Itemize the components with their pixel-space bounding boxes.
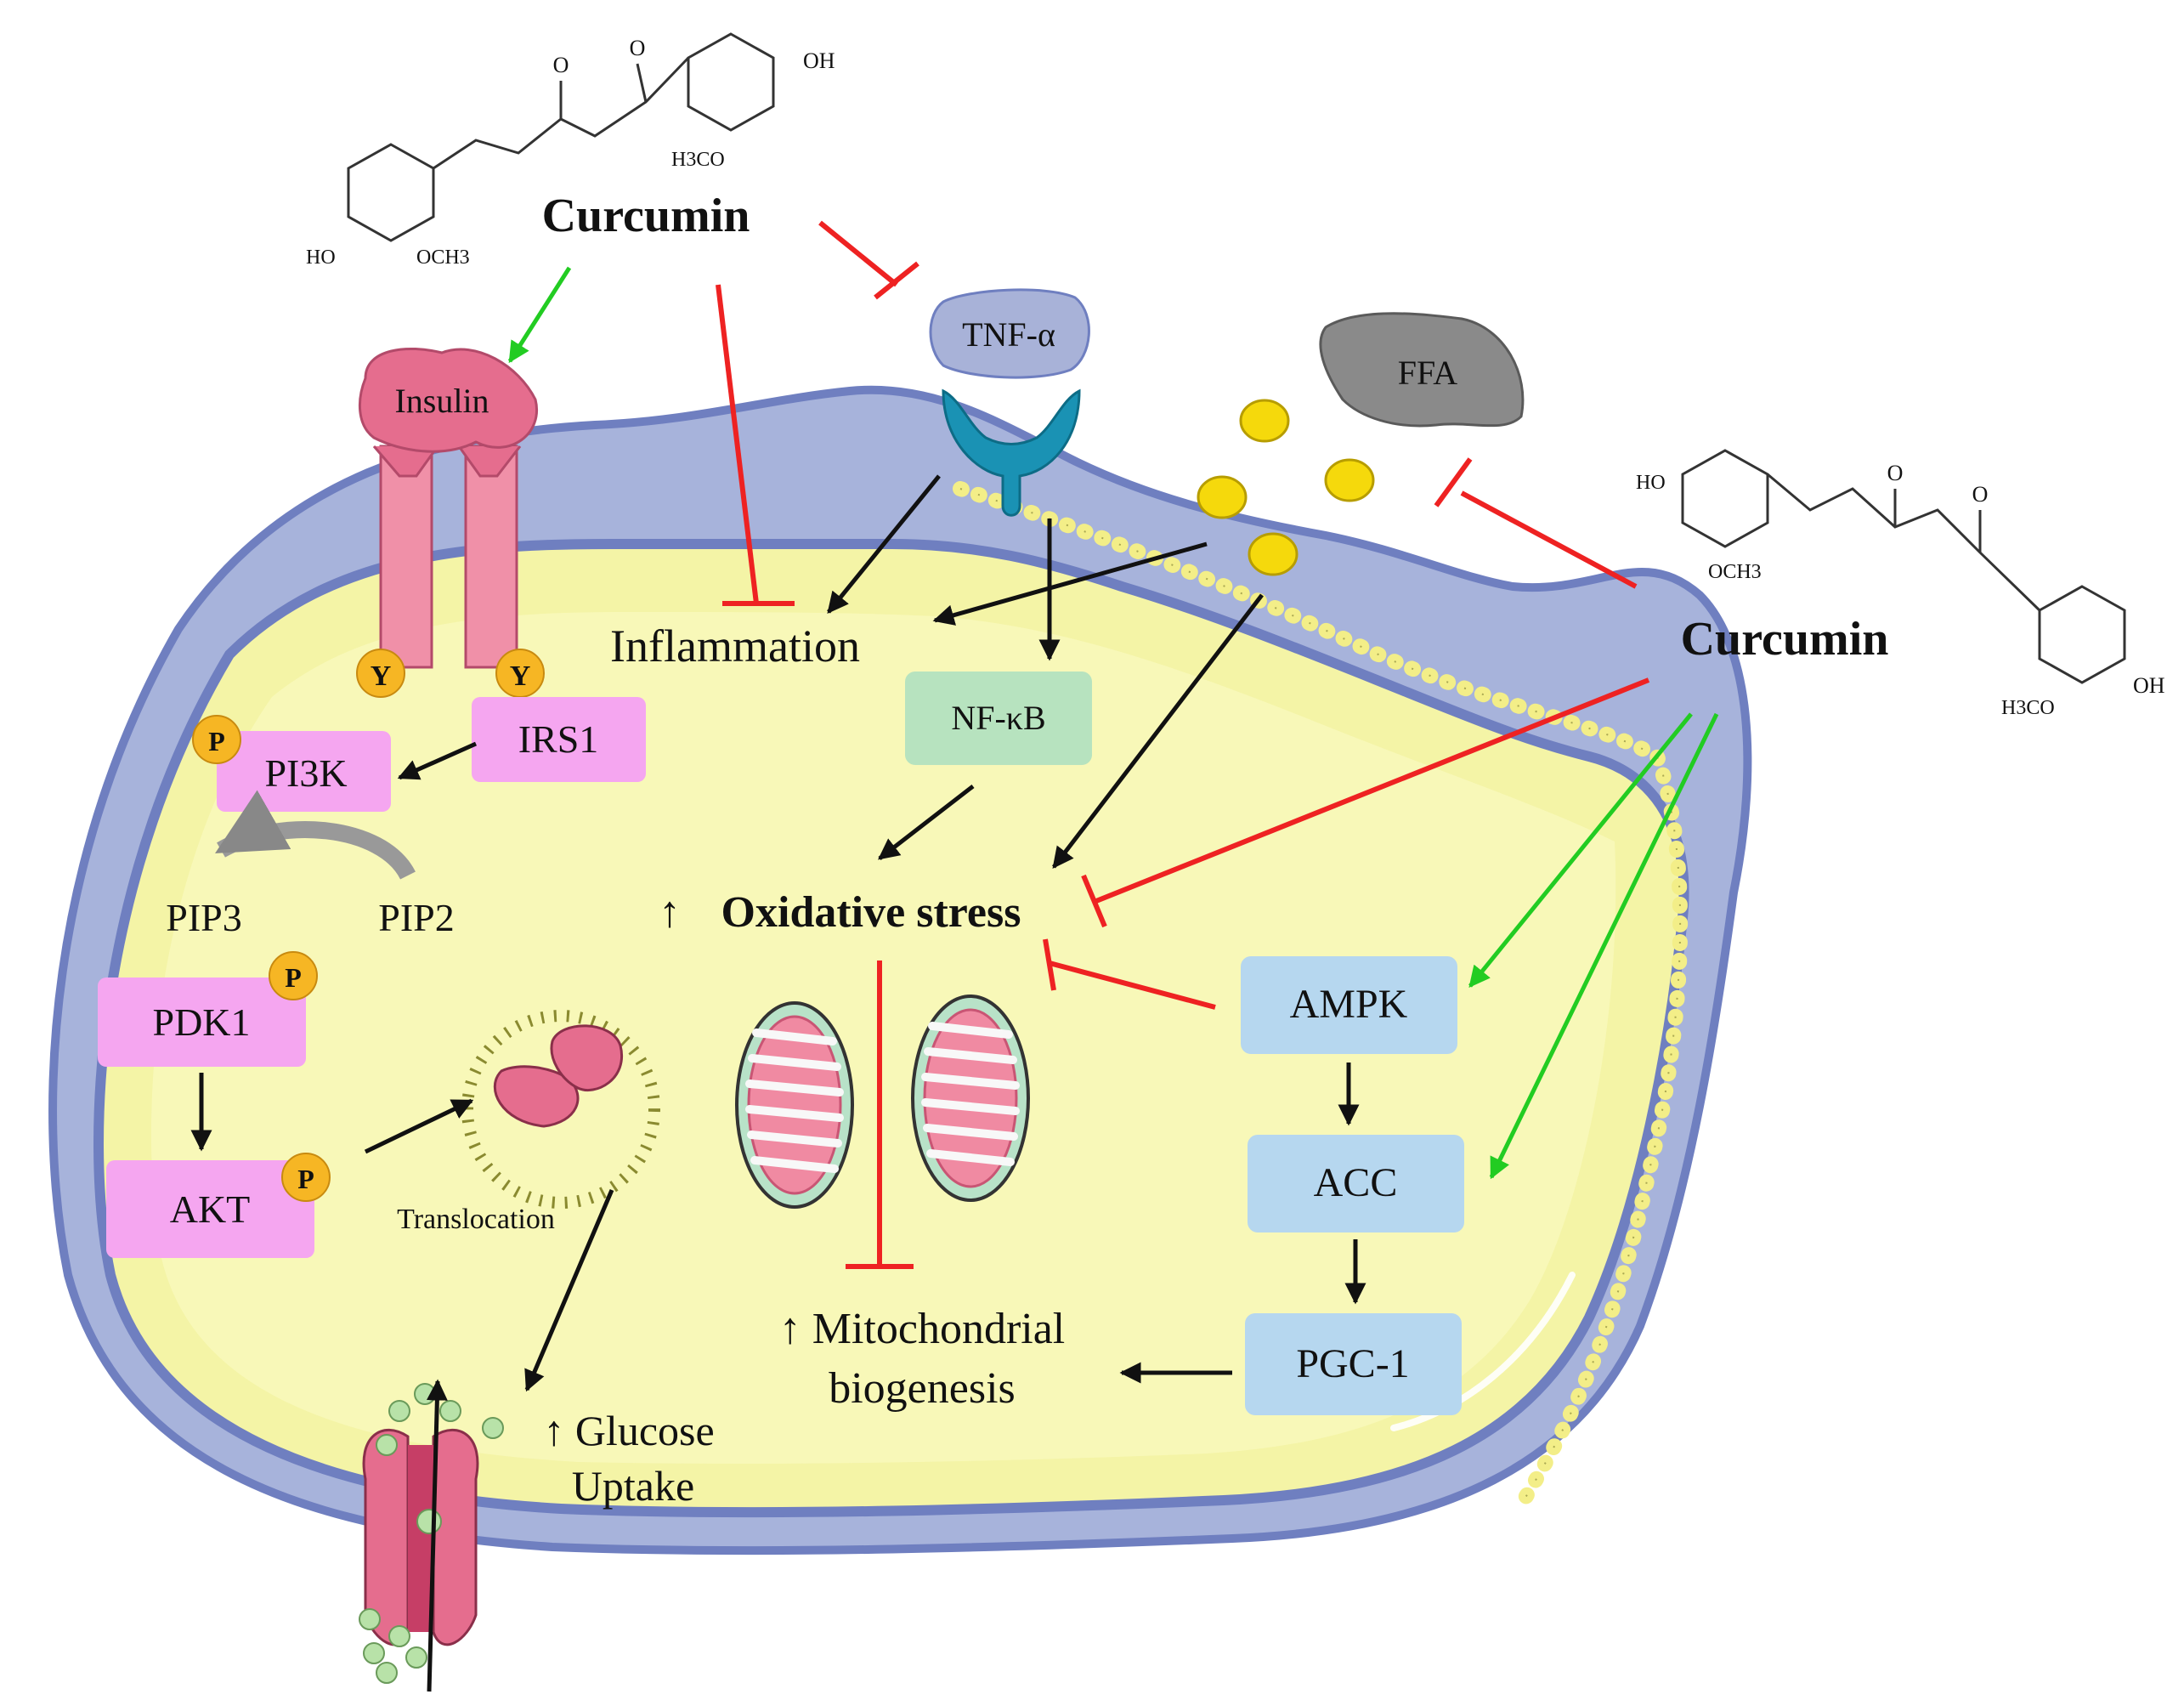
cytoplasm-highlight [150, 612, 1616, 1464]
nfkb-box [905, 672, 1092, 765]
glucose-uptake-line1: ↑ Glucose [543, 1407, 714, 1454]
svg-text:HO: HO [1636, 472, 1666, 494]
curcumin-structure-right [1681, 449, 2126, 684]
phospho-badge [281, 1153, 331, 1202]
ampk-label: AMPK [1290, 982, 1408, 1027]
insulin-signaling-boxes: IRS1 PI3K P PIP3 PIP2 PDK1 P AKT P [98, 697, 646, 1258]
tnf-alpha-group: TNF-α [929, 288, 1090, 517]
glucose-uptake-line2: Uptake [572, 1462, 694, 1510]
acc-box [1248, 1135, 1464, 1232]
fatty-acid-droplet [1248, 532, 1299, 576]
svg-text:P: P [297, 1164, 314, 1194]
curcumin-inhibition-arrows [716, 220, 1650, 1269]
akt-box [106, 1160, 314, 1258]
svg-text:OH: OH [803, 48, 835, 73]
pip-conversion-arrow [215, 790, 416, 881]
pi3k-label: PI3K [264, 751, 347, 795]
curcumin-structure-top [347, 32, 775, 242]
fatty-acid-droplet [1324, 458, 1375, 502]
curcumin-top-label: Curcumin [542, 190, 750, 242]
irs1-box [472, 697, 646, 782]
ampk-box [1241, 956, 1457, 1054]
svg-text:OCH3: OCH3 [416, 246, 470, 269]
pgc1-box [1245, 1313, 1462, 1415]
glut4-transporter [359, 1383, 504, 1684]
mitochondrion-left [735, 1001, 854, 1209]
svg-text:OCH3: OCH3 [1708, 561, 1762, 583]
svg-text:P: P [285, 962, 302, 993]
nfkb-label: NF-κB [951, 699, 1045, 737]
svg-text:OH: OH [2133, 673, 2165, 698]
curcumin-right-label: Curcumin [1681, 613, 1889, 666]
acc-label: ACC [1314, 1160, 1398, 1205]
energy-boxes: NF-κB AMPK ACC PGC-1 [905, 672, 1464, 1415]
tnf-alpha-label: TNF-α [962, 315, 1055, 354]
oxidative-stress-label: Oxidative stress [721, 888, 1021, 937]
svg-text:H3CO: H3CO [671, 149, 725, 171]
mitochondrion-right [911, 994, 1030, 1202]
akt-label: AKT [170, 1187, 251, 1231]
cytoplasm-shine [1390, 1272, 1576, 1431]
pgc1-label: PGC-1 [1296, 1341, 1409, 1386]
curcumin-activation-arrows [507, 266, 1719, 1180]
glut4-vesicle [461, 1010, 660, 1209]
curcumin-structure-top-labels: O O OH H3CO HO OCH3 [306, 36, 835, 269]
pdk1-label: PDK1 [152, 1000, 250, 1044]
phospho-tyrosine-badge [356, 649, 405, 698]
phospho-badge [192, 715, 241, 764]
fatty-acid-droplet [1197, 475, 1248, 519]
mito-biogenesis-line2: biogenesis [829, 1364, 1016, 1413]
ffa-molecule [1319, 312, 1525, 428]
curcumin-structure-right-labels: O O HO OCH3 H3CO OH [1636, 461, 2165, 719]
tyrosine-label-2: Y [510, 660, 531, 692]
inflammation-label: Inflammation [610, 620, 860, 672]
svg-text:O: O [553, 53, 569, 77]
mito-biogenesis-line1: ↑ Mitochondrial [779, 1305, 1066, 1353]
tnf-alpha-molecule [929, 288, 1090, 379]
insulin-receptor: Insulin Y Y [356, 348, 545, 698]
tnf-receptor [942, 388, 1081, 517]
irs1-label: IRS1 [518, 717, 599, 761]
pip3-label: PIP3 [166, 896, 241, 939]
oxidative-up-arrow: ↑ [659, 888, 681, 937]
tyrosine-label-1: Y [371, 660, 392, 692]
translocation-label: Translocation [397, 1204, 555, 1235]
svg-text:O: O [630, 36, 646, 60]
svg-text:H3CO: H3CO [2001, 697, 2055, 719]
insulin-label: Insulin [394, 382, 489, 420]
pdk1-box [98, 978, 306, 1067]
cell [48, 385, 1752, 1556]
svg-text:O: O [1972, 482, 1989, 507]
fatty-acid-droplet [1239, 399, 1290, 443]
svg-text:P: P [208, 726, 225, 756]
activation-arrows [190, 474, 1366, 1692]
pip2-label: PIP2 [378, 896, 454, 939]
svg-text:HO: HO [306, 246, 336, 269]
ffa-label: FFA [1398, 354, 1458, 392]
insulin-molecule [358, 348, 538, 453]
ffa-group: FFA [1197, 312, 1525, 576]
phospho-badge [269, 951, 318, 1000]
svg-text:O: O [1887, 461, 1904, 485]
glucose-molecules [359, 1383, 504, 1684]
